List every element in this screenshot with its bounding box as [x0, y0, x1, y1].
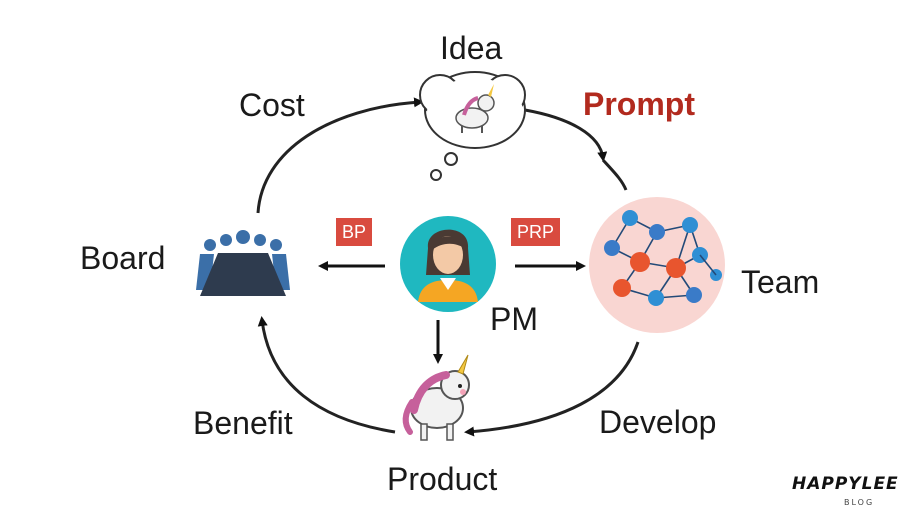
- badge-bp: BP: [336, 218, 373, 246]
- team-network-icon: [589, 197, 725, 333]
- label-prompt: Prompt: [583, 86, 695, 122]
- label-product: Product: [387, 461, 498, 497]
- idea-cloud-icon: [419, 71, 526, 181]
- badge-prp: PRP: [511, 218, 561, 246]
- label-idea: Idea: [440, 30, 503, 66]
- cycle-arc-team-to-product: [464, 341, 640, 437]
- label-board: Board: [80, 240, 166, 276]
- label-cost: Cost: [239, 87, 305, 123]
- cycle-arc-idea-to-team: [524, 108, 608, 162]
- cycle-arc-cost-to-idea: [256, 97, 424, 214]
- label-develop: Develop: [599, 404, 717, 440]
- unicorn-icon: [402, 354, 470, 441]
- board-meeting-icon: [196, 230, 290, 296]
- label-team: Team: [741, 264, 820, 300]
- watermark-main: HAPPYLEE: [792, 474, 899, 494]
- watermark-logo: HAPPYLEE BLOG: [792, 474, 898, 516]
- label-pm: PM: [490, 301, 538, 337]
- label-benefit: Benefit: [193, 405, 293, 441]
- cycle-arc-product-to-board: [257, 316, 396, 434]
- watermark-sub: BLOG: [844, 498, 875, 507]
- pm-avatar-icon: [400, 216, 496, 312]
- cycle-arc-top-right-tail: [601, 158, 628, 191]
